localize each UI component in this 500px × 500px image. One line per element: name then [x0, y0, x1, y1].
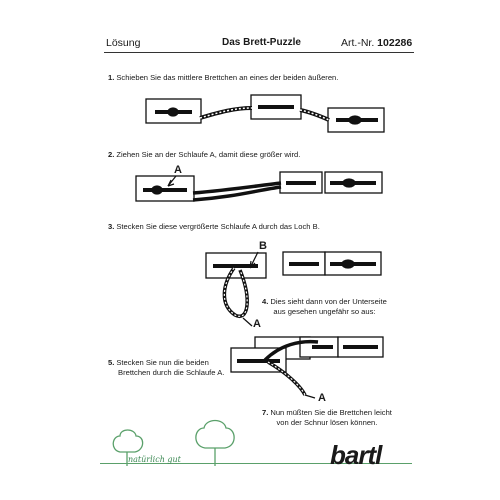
figure-2 — [135, 171, 383, 202]
page-header: Lösung Das Brett-Puzzle Art.-Nr. 102286 — [0, 37, 500, 53]
label-loop-a-step-2: A — [174, 164, 182, 176]
label-loop-a-step-5: A — [318, 392, 326, 404]
tree-large-icon — [195, 419, 235, 449]
step-2: 2.Ziehen Sie an der Schlaufe A, damit di… — [108, 150, 301, 159]
footer-rule — [100, 463, 412, 464]
label-hole-b: B — [259, 240, 267, 252]
step-1: 1.Schieben Sie das mittlere Brettchen an… — [108, 73, 339, 82]
figure-1 — [145, 94, 385, 133]
figure-3 — [205, 251, 382, 327]
article-number-label: Art.-Nr. — [341, 37, 375, 49]
step-5: 5.Stecken Sie nun die beiden Brettchen d… — [108, 358, 225, 377]
tree-small-icon — [112, 429, 144, 453]
page-title: Das Brett-Puzzle — [222, 37, 301, 48]
article-number-value: 102286 — [377, 37, 413, 49]
header-rule — [104, 52, 414, 53]
label-loop-a-step-3: A — [253, 318, 261, 330]
step-4: 4.Dies sieht dann von der Unterseite aus… — [262, 297, 387, 316]
footer-slogan: natürlich gut — [128, 455, 181, 464]
brand-logo: bartl — [330, 440, 382, 470]
step-7: 7.Nun müßten Sie die Brettchen leicht vo… — [262, 408, 392, 427]
step-3: 3.Stecken Sie diese vergrößerte Schlaufe… — [108, 222, 320, 231]
solution-label: Lösung — [106, 37, 141, 49]
figure-5 — [230, 336, 384, 399]
article-number: Art.-Nr. 102286 — [341, 37, 412, 49]
